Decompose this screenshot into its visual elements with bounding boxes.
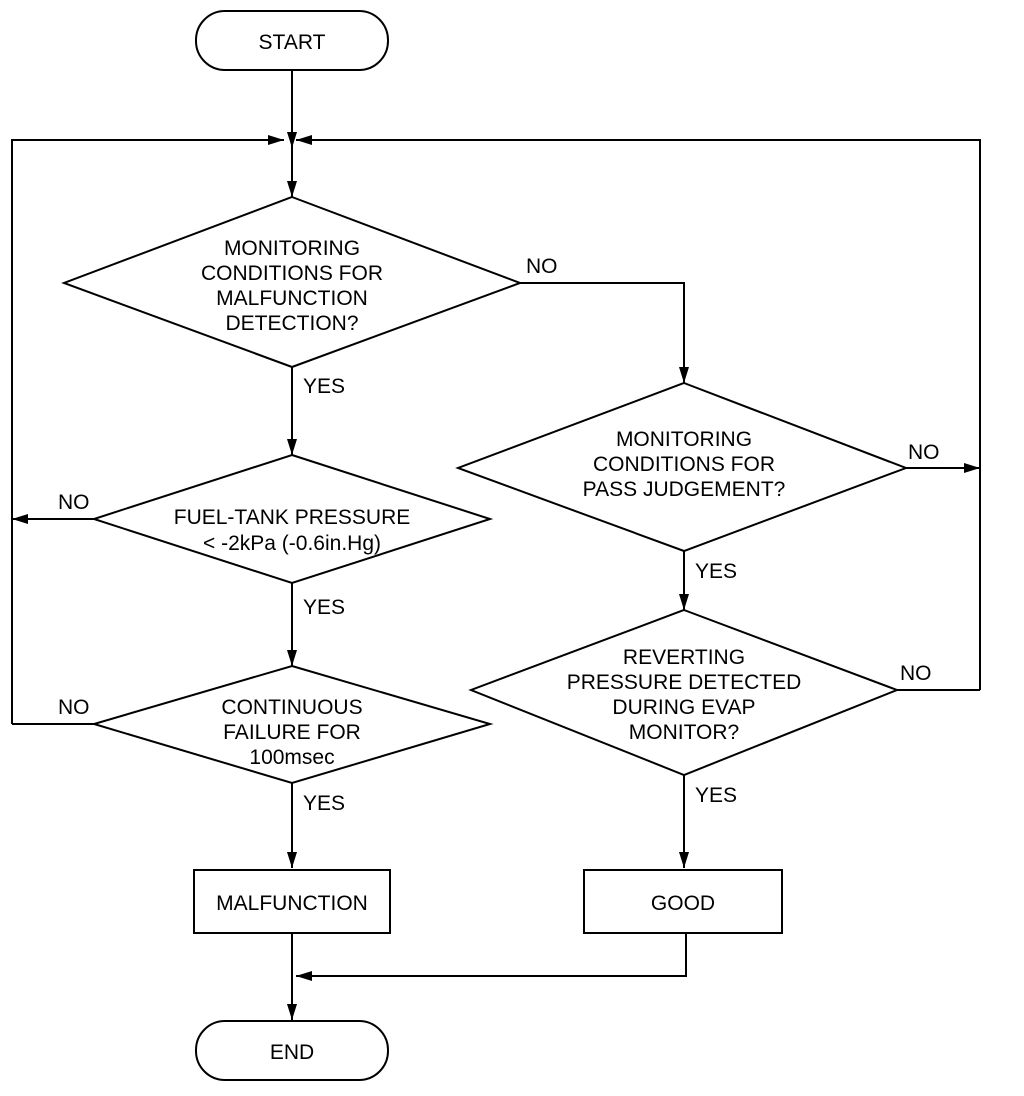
decision-line: REVERTING <box>623 646 745 669</box>
decision-pass-conditions: MONITORING CONDITIONS FOR PASS JUDGEMENT… <box>455 381 909 553</box>
process-label: GOOD <box>651 892 715 915</box>
edge-left-loop-return <box>11 135 284 724</box>
decision-line: MALFUNCTION <box>216 287 368 310</box>
edge-label-no: NO <box>900 662 932 685</box>
edge-right-loop-return <box>296 135 981 690</box>
flow-connectors <box>11 70 981 1020</box>
process-malfunction: MALFUNCTION <box>193 869 391 934</box>
edge-label-yes: YES <box>303 596 345 619</box>
decision-line: < -2kPa (-0.6in.Hg) <box>203 532 381 555</box>
end-terminal: END <box>195 1020 389 1081</box>
edge-label-no: NO <box>526 255 558 278</box>
edge-label-no: NO <box>58 491 90 514</box>
start-label: START <box>259 31 326 54</box>
decision-line: MONITORING <box>616 428 752 451</box>
decision-line: MONITOR? <box>629 721 739 744</box>
decision-line: 100msec <box>249 746 334 769</box>
edge-label-yes: YES <box>695 560 737 583</box>
decision-line: PASS JUDGEMENT? <box>583 478 786 501</box>
process-good: GOOD <box>583 869 783 934</box>
decision-line: FAILURE FOR <box>223 721 361 744</box>
edge-label-yes: YES <box>303 792 345 815</box>
start-terminal: START <box>195 10 389 71</box>
decision-line: PRESSURE DETECTED <box>567 671 802 694</box>
process-label: MALFUNCTION <box>216 892 368 915</box>
edge-malfunction-conditions-no <box>520 282 689 383</box>
end-label: END <box>270 1041 314 1064</box>
decision-line: DETECTION? <box>225 312 358 335</box>
decision-continuous-failure: CONTINUOUS FAILURE FOR 100msec <box>90 664 494 785</box>
decision-reverting-pressure: REVERTING PRESSURE DETECTED DURING EVAP … <box>468 608 900 777</box>
decision-line: MONITORING <box>224 237 360 260</box>
decision-line: FUEL-TANK PRESSURE <box>174 506 411 529</box>
edge-good-to-join <box>296 933 687 981</box>
decision-line: CONDITIONS FOR <box>201 262 383 285</box>
decision-line: CONTINUOUS <box>221 696 362 719</box>
edge-label-yes: YES <box>695 784 737 807</box>
edge-labels: NO YES NO YES NO YES NO YES NO YES <box>58 255 940 815</box>
decision-fuel-tank-pressure: FUEL-TANK PRESSURE < -2kPa (-0.6in.Hg) <box>90 453 494 585</box>
edge-label-no: NO <box>58 696 90 719</box>
decision-malfunction-conditions: MONITORING CONDITIONS FOR MALFUNCTION DE… <box>61 195 523 369</box>
edge-label-no: NO <box>908 441 940 464</box>
decision-line: CONDITIONS FOR <box>593 453 775 476</box>
decision-line: DURING EVAP <box>612 696 755 719</box>
edge-label-yes: YES <box>303 375 345 398</box>
